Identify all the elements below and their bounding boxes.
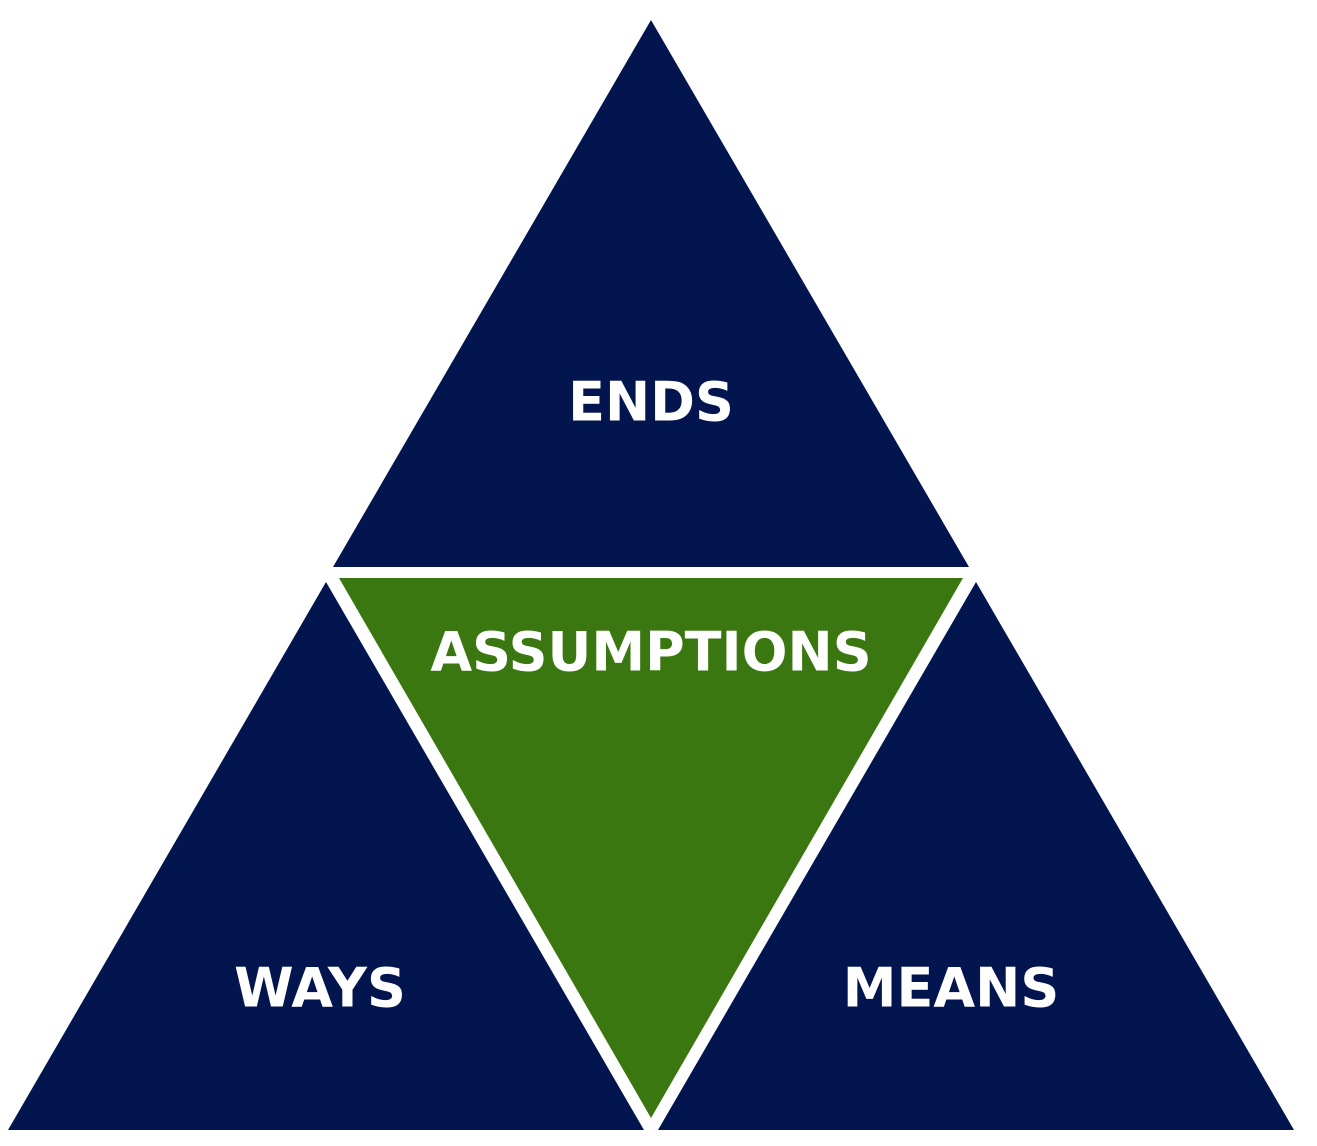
ways-triangle [8,582,644,1130]
assumptions-triangle [339,578,963,1118]
means-triangle [658,582,1294,1130]
ends-triangle [333,20,969,567]
assumptions-label: ASSUMPTIONS [430,621,871,684]
means-label: MEANS [843,957,1060,1020]
ends-label: ENDS [568,371,734,434]
ways-label: WAYS [234,957,406,1020]
